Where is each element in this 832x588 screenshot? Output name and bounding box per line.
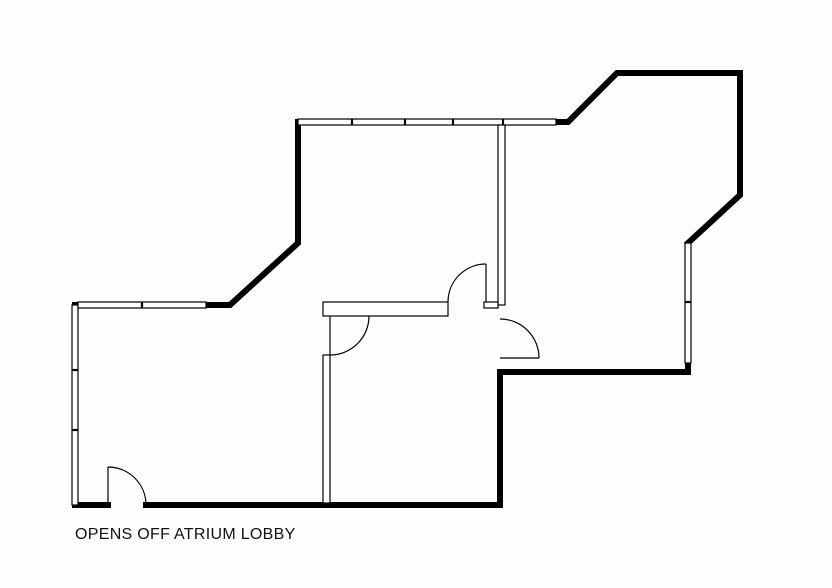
window-bands (71, 118, 692, 506)
exterior-wall-northeast (550, 70, 743, 248)
interior-partitions (322, 124, 506, 504)
exterior-wall-northwest (201, 119, 308, 308)
doors (107, 263, 540, 506)
partition-vertical-west (322, 354, 331, 504)
exterior-wall-southwest (72, 302, 111, 508)
window-north (297, 118, 557, 126)
exterior-walls (72, 70, 743, 508)
partition-stub (483, 301, 499, 309)
partition-horizontal (322, 301, 449, 317)
window-west (71, 304, 79, 506)
entry-door (107, 466, 147, 506)
partition-vertical-east (497, 124, 506, 306)
office-door (329, 315, 370, 356)
upper-door (447, 263, 487, 303)
exterior-wall-southeast (143, 359, 691, 508)
east-door (499, 318, 540, 359)
floor-plan-caption: OPENS OFF ATRIUM LOBBY (75, 526, 296, 543)
